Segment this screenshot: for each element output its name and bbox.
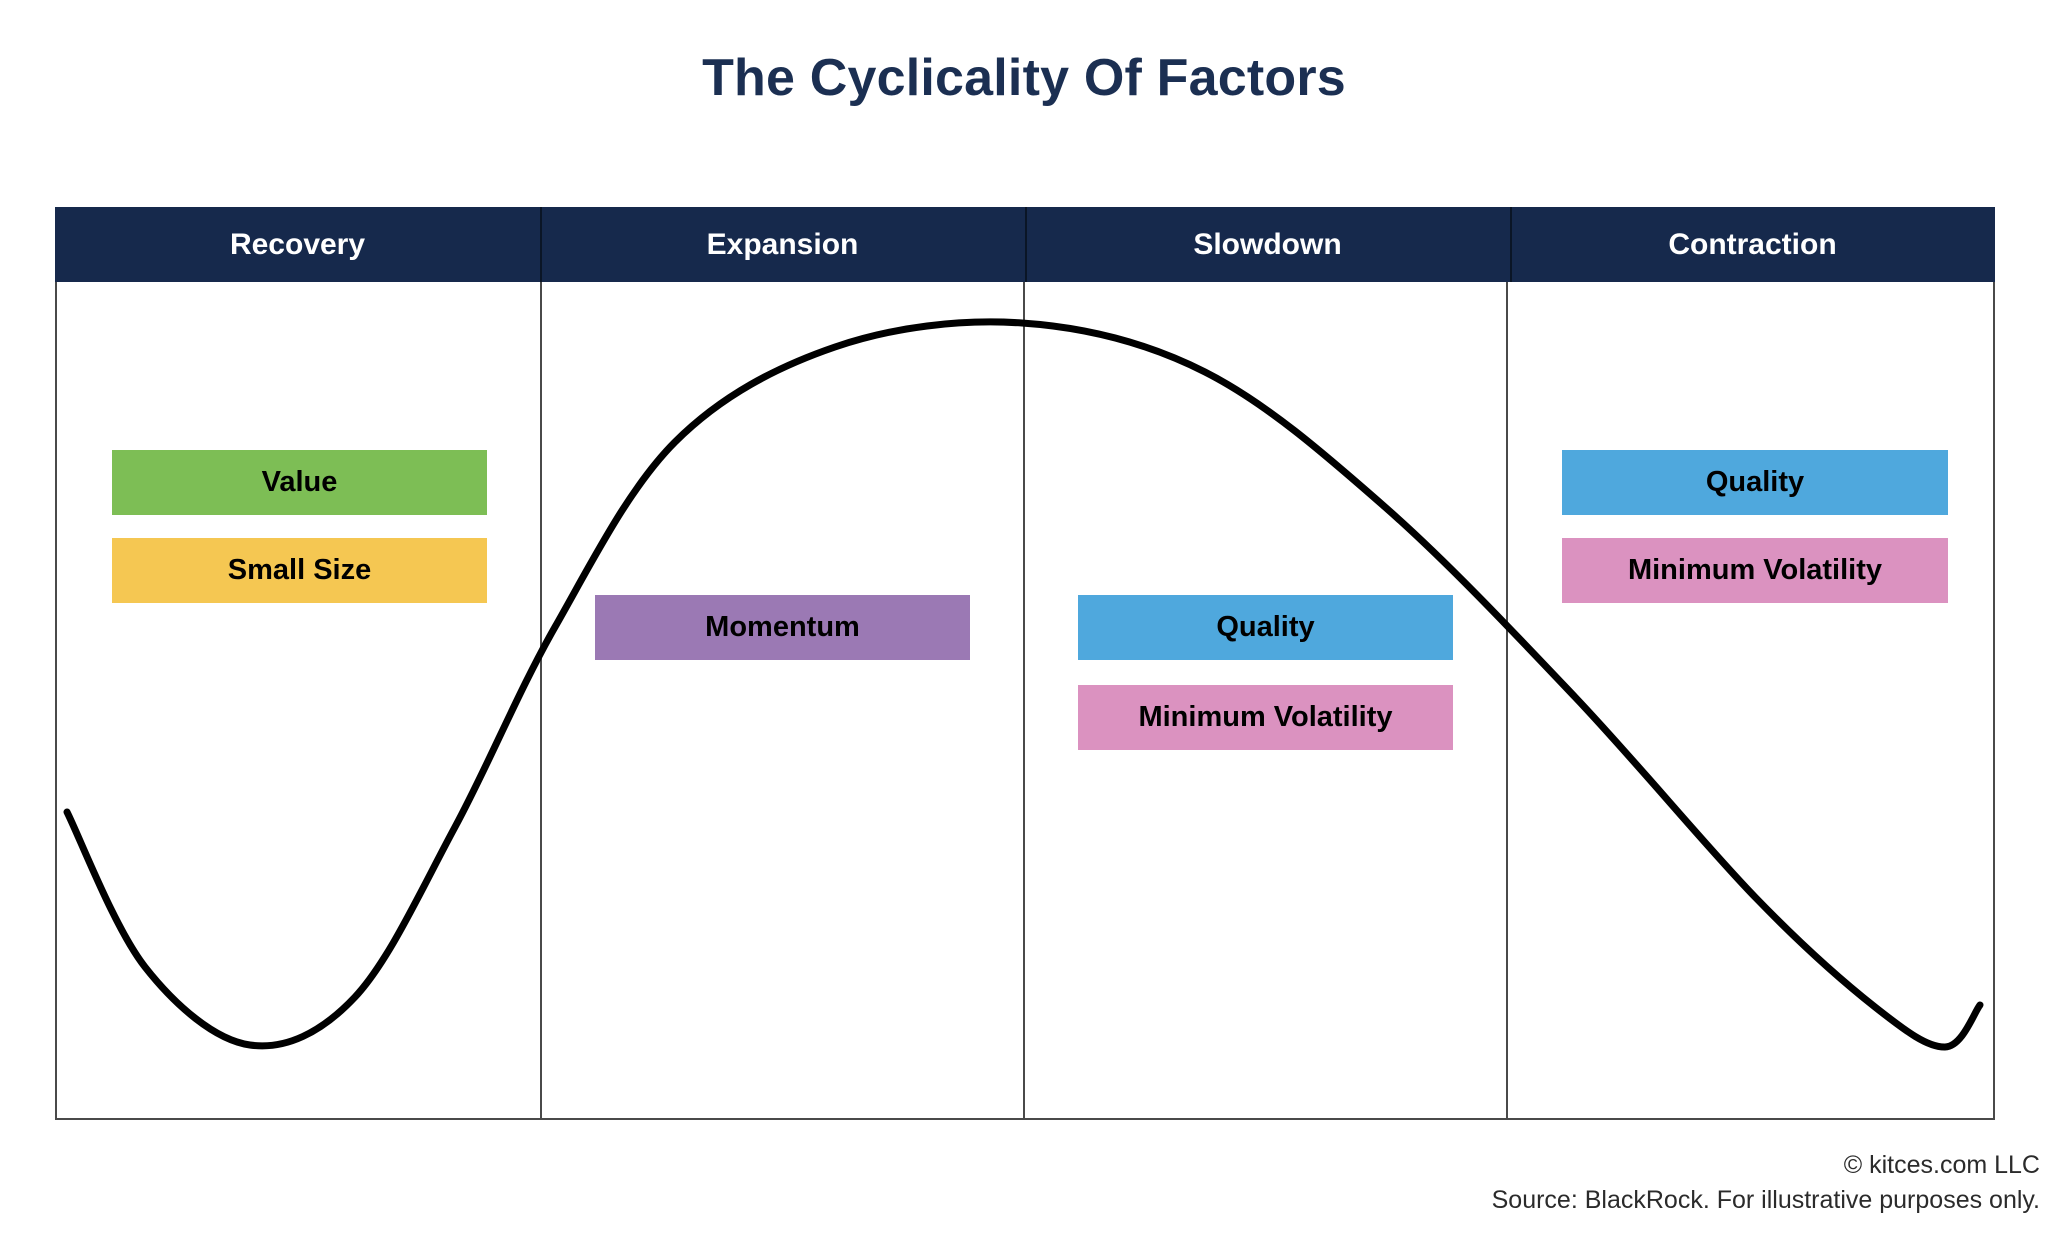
cycle-chart: Recovery Expansion Slowdown Contraction … xyxy=(55,207,1995,1120)
chart-plot-frame xyxy=(55,282,1995,1120)
phase-header-label: Recovery xyxy=(229,227,366,261)
factor-box: Quality xyxy=(1078,595,1453,660)
phase-header-label: Slowdown xyxy=(1193,227,1342,261)
phase-header-contraction: Contraction xyxy=(1510,207,1995,282)
factor-box-label: Quality xyxy=(1216,611,1315,643)
phase-header-bar: Recovery Expansion Slowdown Contraction xyxy=(55,207,1995,282)
factor-box-label: Small Size xyxy=(227,554,372,586)
page-title: The Cyclicality Of Factors xyxy=(702,49,1346,107)
factor-box: Quality xyxy=(1562,450,1948,515)
footer-copyright: © kitces.com LLC xyxy=(1843,1151,2040,1179)
footer: © kitces.com LLC Source: BlackRock. For … xyxy=(40,1148,2040,1218)
factor-box: Momentum xyxy=(595,595,970,660)
factor-box-label: Minimum Volatility xyxy=(1138,701,1393,733)
phase-header-label: Contraction xyxy=(1668,227,1837,261)
column-divider-slowdown-contraction xyxy=(1506,282,1508,1120)
factor-box-label: Quality xyxy=(1705,466,1805,498)
phase-header-recovery: Recovery xyxy=(55,207,540,282)
phase-header-expansion: Expansion xyxy=(540,207,1025,282)
factor-box-label: Value xyxy=(261,466,338,498)
factor-box-label: Momentum xyxy=(705,611,860,643)
factor-box: Small Size xyxy=(112,538,487,603)
factor-box: Minimum Volatility xyxy=(1562,538,1948,603)
factor-box: Minimum Volatility xyxy=(1078,685,1453,750)
footer-source: Source: BlackRock. For illustrative purp… xyxy=(1491,1186,2040,1214)
column-divider-recovery-expansion xyxy=(540,282,542,1120)
phase-header-label: Expansion xyxy=(706,227,859,261)
phase-header-slowdown: Slowdown xyxy=(1025,207,1510,282)
column-divider-expansion-slowdown xyxy=(1023,282,1025,1120)
factor-box: Value xyxy=(112,450,487,515)
factor-box-label: Minimum Volatility xyxy=(1627,554,1883,586)
